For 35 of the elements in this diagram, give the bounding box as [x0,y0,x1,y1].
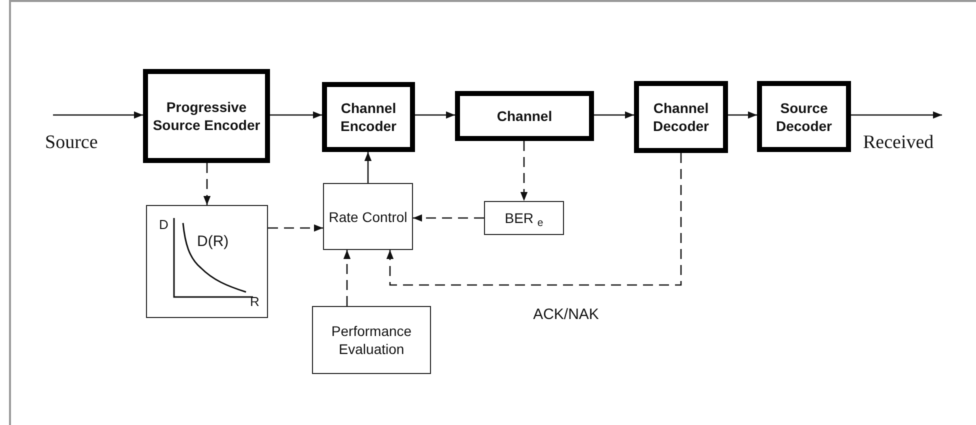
arrow [413,214,484,222]
process-box [634,81,728,153]
process-box [322,82,415,152]
signal-label: Received [863,133,934,152]
arrow [203,163,211,205]
process-box [757,81,851,152]
box-label: Source Decoder [774,98,834,134]
process-box [484,201,564,235]
arrow [343,250,351,306]
arrow [386,153,682,286]
arrow [364,152,372,183]
process-box [323,183,413,250]
arrow [520,141,528,201]
axis-label: D [159,218,168,231]
box-label: Channel Encoder [339,99,398,135]
box-label: Channel [496,107,554,125]
process-box [143,69,270,163]
box-label: Performance Evaluation [330,322,413,358]
process-box [312,306,431,374]
curve-label: D(R) [197,234,229,249]
chart-box [146,205,268,318]
box-label: Rate Control [328,208,408,226]
box-label: BER $_{e}$ [504,209,544,227]
signal-label: Source [45,133,98,152]
arrow [415,111,455,119]
arrow [268,224,323,232]
box-label: Progressive Source Encoder [152,98,262,134]
arrow [594,111,634,119]
arrow [851,111,942,119]
box-label: Channel Decoder [652,99,710,135]
process-box [455,91,594,141]
arrow [53,111,143,119]
arrow [270,111,322,119]
arrow [728,111,757,119]
axis-label: R [250,295,260,308]
